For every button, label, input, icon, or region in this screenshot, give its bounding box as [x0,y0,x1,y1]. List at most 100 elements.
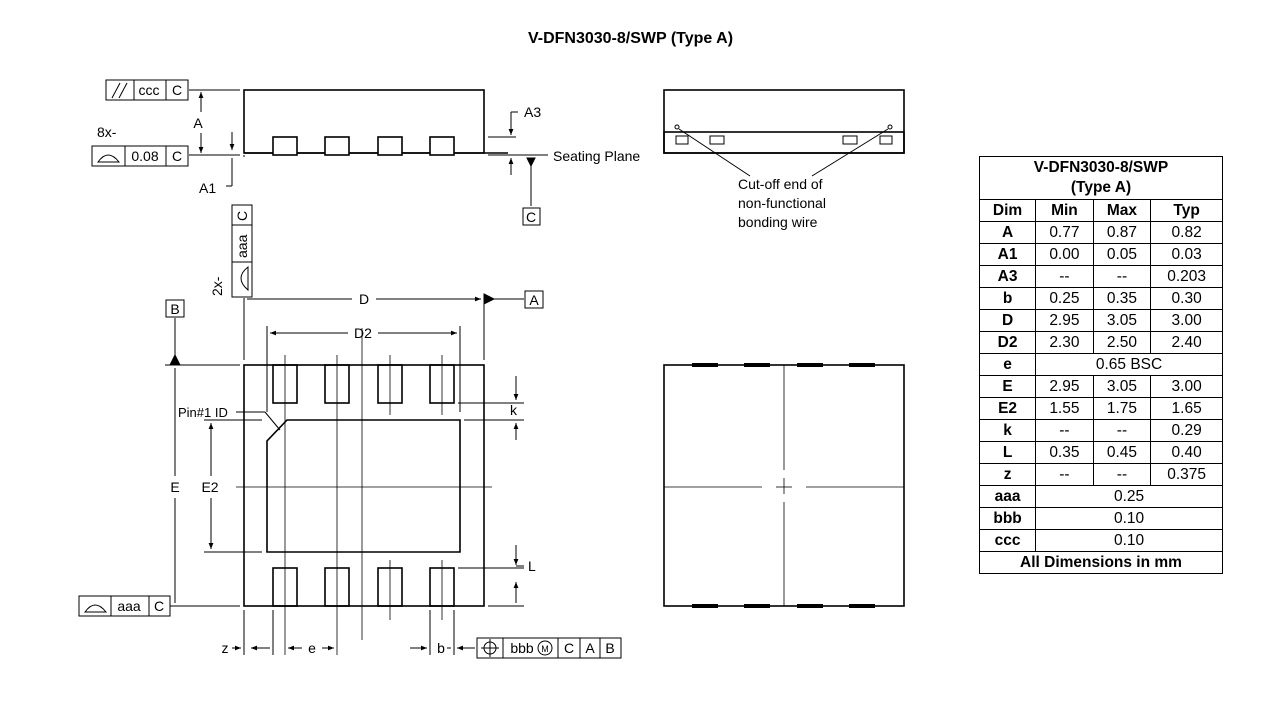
dim-cell: L [978,441,1037,464]
value-cell: 1.65 [1150,397,1223,420]
dim-cell: D [978,309,1037,332]
value-cell: -- [1092,419,1152,442]
pos-frame-datum-c: C [564,640,574,656]
datum-b-label: B [170,301,179,317]
value-cell: 0.203 [1150,265,1223,288]
bottom-view [165,293,524,655]
dim-cell: k [978,419,1037,442]
header-max: Max [1092,199,1152,222]
value-cell: 1.75 [1092,397,1152,420]
position-frame [476,637,622,659]
header-min: Min [1035,199,1094,222]
dim-cell: z [978,463,1037,486]
datum-c-label: C [526,209,536,225]
value-cell: 0.40 [1150,441,1223,464]
datum-a-box [524,290,544,309]
value-cell: 0.05 [1092,243,1152,266]
cutoff-note-line1: Cut-off end of [738,176,823,192]
parallelism-frame [105,79,189,101]
dim-label-k: k [510,402,518,418]
value-cell: -- [1035,463,1094,486]
table-row: k----0.29 [978,419,1223,442]
dim-label-L: L [528,558,536,574]
header-dim: Dim [978,199,1037,222]
value-cell: 2.50 [1092,331,1152,354]
value-cell: 0.87 [1092,221,1152,244]
dim-label-E: E [170,479,179,495]
value-cell: -- [1092,463,1152,486]
cutoff-note-line3: bonding wire [738,214,818,230]
value-cell: 2.30 [1035,331,1094,354]
datum-b-box [165,299,185,318]
dim-cell: e [978,353,1037,376]
seating-plane-label: Seating Plane [553,148,640,164]
table-row: A3----0.203 [978,265,1223,288]
dim-cell: E2 [978,397,1037,420]
dim-cell: E [978,375,1037,398]
table-title-line1: V-DFN3030-8/SWP [1033,159,1169,176]
value-cell: 3.05 [1092,309,1152,332]
value-cell: 2.95 [1035,309,1094,332]
value-cell: 3.05 [1092,375,1152,398]
count-8x: 8x- [97,124,117,140]
value-cell: 0.25 [1035,287,1094,310]
value-cell: 0.29 [1150,419,1223,442]
cutoff-note-line2: non-functional [738,195,826,211]
vert-frame-datum: C [234,211,250,221]
dim-cell: b [978,287,1037,310]
value-cell: 1.55 [1035,397,1094,420]
value-cell: 0.45 [1092,441,1152,464]
vertical-profile-frame [231,204,253,298]
dim-label-D2: D2 [354,325,372,341]
dim-label-D: D [359,291,369,307]
dim-cell: bbb [978,507,1037,530]
value-cell: 0.03 [1150,243,1223,266]
dim-label-b: b [437,640,445,656]
value-cell: 3.00 [1150,309,1223,332]
value-cell: 2.40 [1150,331,1223,354]
value-cell: 0.375 [1150,463,1223,486]
pos-frame-datum-b: B [605,640,614,656]
value-cell: 0.30 [1150,287,1223,310]
page-title: V-DFN3030-8/SWP (Type A) [527,30,734,47]
value-cell: 0.00 [1035,243,1094,266]
dim-cell: aaa [978,485,1037,508]
value-cell: -- [1035,265,1094,288]
dim-cell: ccc [978,529,1037,552]
value-cell: 3.00 [1150,375,1223,398]
value-cell: 2.95 [1035,375,1094,398]
table-footer: All Dimensions in mm [979,551,1223,574]
datum-a-label: A [529,292,539,308]
value-cell: 0.35 [1035,441,1094,464]
value-cell: 0.82 [1150,221,1223,244]
value-cell: 0.25 [1035,485,1223,508]
flatness-value: 0.08 [131,148,158,164]
dimensions-table: V-DFN3030-8/SWP (Type A) Dim Min Max Typ… [978,156,1223,574]
dim-label-A3: A3 [524,104,541,120]
datum-c-box [522,207,541,226]
side-view-bonding [663,89,905,177]
header-typ: Typ [1150,199,1223,222]
dim-label-A: A [193,115,203,131]
pos-frame-datum-a: A [585,640,595,656]
profile-frame-bottom [78,595,171,617]
count-2x: 2x- [209,276,225,296]
dim-cell: D2 [978,331,1037,354]
value-cell: 0.10 [1035,507,1223,530]
value-cell: 0.10 [1035,529,1223,552]
value-cell: 0.65 BSC [1035,353,1223,376]
dim-cell: A1 [978,243,1037,266]
dim-cell: A [978,221,1037,244]
side-view [189,89,548,206]
